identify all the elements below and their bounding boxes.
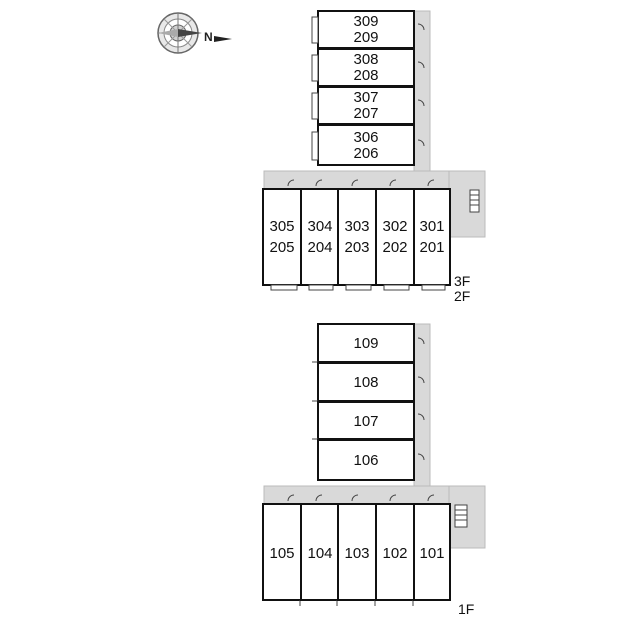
- compass-rose-icon: [157, 12, 202, 54]
- unit-number: 101: [419, 545, 444, 562]
- north-arrow-icon: [214, 36, 232, 42]
- unit-309-209: 309 209: [311, 10, 425, 49]
- unit-number-lower: 208: [353, 67, 378, 84]
- lower-column-units: 109 108 107 106: [312, 323, 425, 481]
- unit-304-204: 304 204: [300, 179, 339, 291]
- unit-108: 108: [312, 362, 425, 402]
- unit-number: 106: [353, 452, 378, 469]
- unit-105: 105: [262, 494, 302, 606]
- unit-number: 109: [353, 335, 378, 352]
- lower-row-units: 105 104 103 102: [262, 494, 451, 606]
- unit-104: 104: [300, 494, 339, 606]
- unit-307-207: 307 207: [311, 86, 425, 125]
- unit-number: 107: [353, 413, 378, 430]
- unit-number-upper: 308: [353, 51, 378, 68]
- unit-number-lower: 201: [419, 239, 444, 256]
- unit-number: 103: [344, 545, 369, 562]
- floor-label-2f: 2F: [454, 288, 470, 304]
- unit-106: 106: [317, 439, 425, 481]
- unit-107: 107: [312, 401, 425, 440]
- unit-302-202: 302 202: [375, 179, 415, 291]
- unit-308-208: 308 208: [311, 48, 425, 87]
- unit-109: 109: [312, 323, 425, 363]
- floor-label-3f: 3F: [454, 273, 470, 289]
- ground-floor-block: 109 108 107 106: [262, 323, 486, 617]
- lower-column-corridor: [413, 323, 431, 487]
- upper-column-units: 309 209 308 208 307 207 306: [311, 10, 425, 166]
- unit-number-lower: 206: [353, 145, 378, 162]
- unit-number-lower: 203: [344, 239, 369, 256]
- unit-number-upper: 307: [353, 89, 378, 106]
- floor-label-1f: 1F: [458, 601, 474, 617]
- compass: N: [157, 12, 232, 54]
- upper-row-units: 305 205 304 204 303 203 302: [262, 179, 451, 291]
- unit-number-lower: 209: [353, 29, 378, 46]
- unit-number-upper: 303: [344, 218, 369, 235]
- unit-102: 102: [375, 494, 415, 606]
- unit-number: 105: [269, 545, 294, 562]
- unit-number-upper: 302: [382, 218, 407, 235]
- unit-number-upper: 304: [307, 218, 332, 235]
- unit-number-lower: 204: [307, 239, 332, 256]
- unit-number-lower: 205: [269, 239, 294, 256]
- unit-number: 102: [382, 545, 407, 562]
- upper-stairs-icon: [469, 189, 480, 213]
- unit-number-upper: 301: [419, 218, 444, 235]
- unit-number-upper: 306: [353, 129, 378, 146]
- unit-number: 104: [307, 545, 332, 562]
- unit-number-upper: 305: [269, 218, 294, 235]
- unit-305-205: 305 205: [262, 179, 302, 291]
- upper-stair-landing: [448, 170, 486, 238]
- upper-column-corridor: [413, 10, 431, 172]
- unit-number-upper: 309: [353, 13, 378, 30]
- upper-floors-block: 309 209 308 208 307 207 306: [262, 10, 486, 304]
- unit-306-206: 306 206: [311, 124, 425, 166]
- unit-number-lower: 207: [353, 105, 378, 122]
- unit-103: 103: [337, 494, 377, 606]
- unit-303-203: 303 203: [337, 179, 377, 291]
- unit-101: 101: [413, 494, 451, 601]
- unit-number: 108: [353, 374, 378, 391]
- unit-301-201: 301 201: [413, 179, 451, 291]
- lower-stairs-icon: [454, 504, 468, 528]
- unit-number-lower: 202: [382, 239, 407, 256]
- compass-north-label: N: [204, 30, 213, 44]
